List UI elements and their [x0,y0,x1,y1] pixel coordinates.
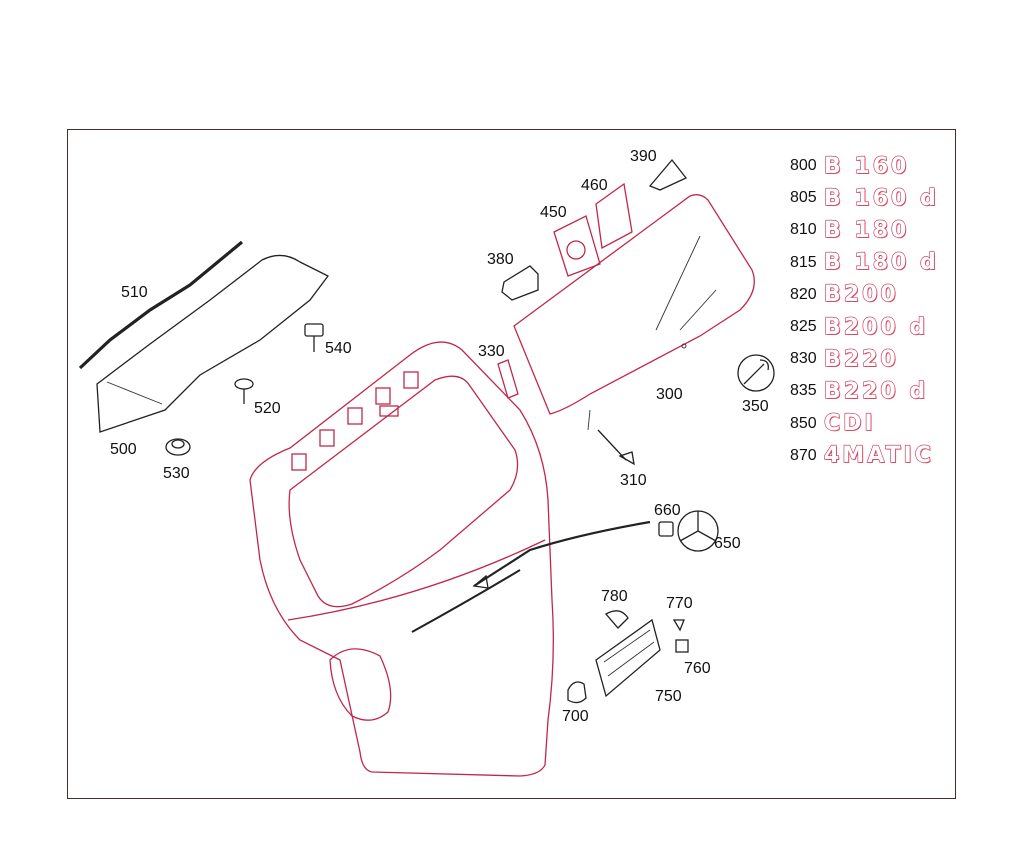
legend-number: 825 [790,318,817,336]
legend-badge: B 160 d [823,185,939,211]
plate-holder-750 [595,618,661,698]
legend-row: 805 B 160 d [790,182,939,214]
plug-700 [567,681,587,704]
callout-500: 500 [110,441,137,458]
legend-badge: B 160 [823,153,910,179]
legend-row: 835 B220 d [790,375,939,407]
legend-badge: 4MATIC [823,443,934,469]
callout-750: 750 [655,688,682,705]
legend-row: 825 B200 d [790,311,939,343]
legend-badge: B 180 d [823,250,939,276]
callout-660: 660 [654,502,681,519]
callout-540: 540 [325,340,352,357]
legend-badge: B200 d [823,314,929,340]
pad-450 [553,215,601,277]
trim-strip-330 [497,359,519,399]
legend-number: 830 [790,350,817,368]
clip-540 [304,323,324,352]
legend-number: 870 [790,446,817,464]
bracket-380 [501,265,539,301]
grommet-530 [165,438,191,456]
callout-760: 760 [684,660,711,677]
tailgate-window-opening [288,375,519,608]
legend-row: 815 B 180 d [790,247,939,279]
legend-row: 810 B 180 [790,214,939,246]
legend-number: 835 [790,382,817,400]
service-symbol-350 [737,354,775,392]
legend-number: 850 [790,414,817,432]
callout-460: 460 [581,177,608,194]
screw-770 [672,619,685,632]
callout-390: 390 [630,148,657,165]
legend-row: 830 B220 [790,343,939,375]
legend-row: 820 B200 [790,279,939,311]
clip-520 [234,378,254,404]
legend-row: 850 CDI [790,408,939,440]
diagram-frame [67,129,956,799]
legend-number: 820 [790,285,817,303]
callout-650: 650 [714,535,741,552]
callout-770: 770 [666,595,693,612]
nut-760 [675,639,689,653]
legend-number: 805 [790,189,817,207]
callout-310: 310 [620,472,647,489]
rear-window-300 [513,194,755,415]
legend-badge: B220 d [823,378,929,404]
callout-300: 300 [656,386,683,403]
callout-350: 350 [742,398,769,415]
callout-520: 520 [254,400,281,417]
legend-badge: CDI [823,410,876,437]
callout-330: 330 [478,343,505,360]
fastener-780 [604,610,629,629]
legend-number: 810 [790,221,817,239]
legend-number: 800 [790,157,817,175]
callout-530: 530 [163,465,190,482]
callout-510: 510 [121,284,148,301]
callout-700: 700 [562,708,589,725]
washer-nozzle-310 [597,429,635,466]
legend-number: 815 [790,253,817,271]
tailgate-300-body [249,341,554,777]
legend-badge: B 180 [823,217,910,243]
pad-460 [595,182,633,250]
callout-380: 380 [487,251,514,268]
legend-row: 870 4MATIC [790,440,939,472]
callout-780: 780 [601,588,628,605]
callout-450: 450 [540,204,567,221]
sensor-390 [648,158,688,191]
spoiler-seal-strip-510 [78,240,244,370]
handle-recess [329,648,392,721]
legend-badge: B200 [823,282,899,308]
star-emblem-650 [677,510,719,552]
legend-row: 800 B 160 [790,150,939,182]
rear-spoiler-500 [96,254,329,433]
legend-badge: B220 [823,346,899,372]
bushing-660 [658,521,674,537]
